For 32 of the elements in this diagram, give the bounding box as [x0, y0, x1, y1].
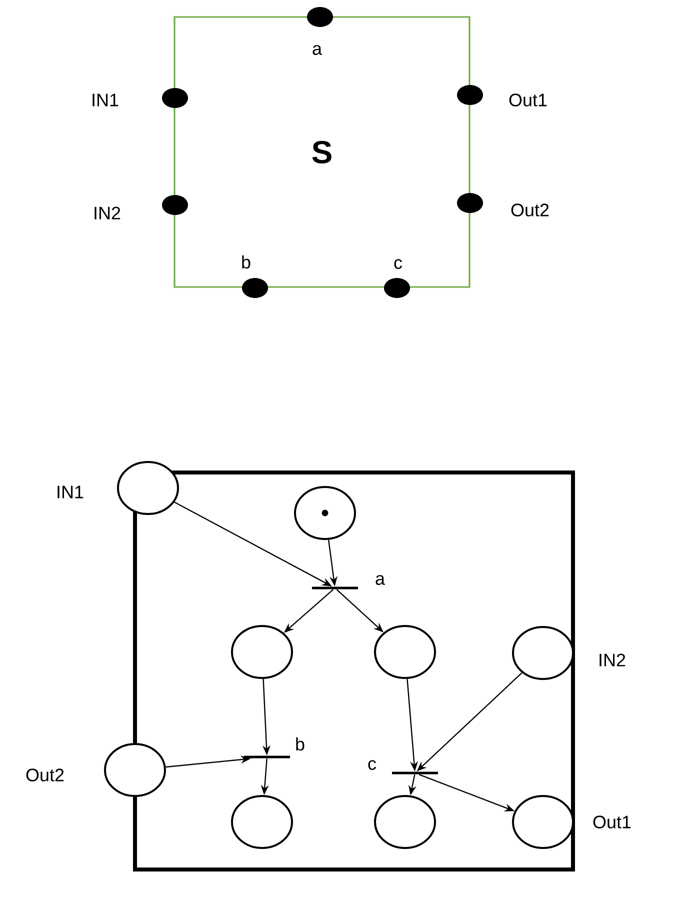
place-circle — [231, 795, 293, 849]
port-dot — [162, 195, 188, 215]
place-circle — [231, 625, 293, 679]
place-circle — [294, 486, 356, 540]
port-dot — [162, 88, 188, 108]
port-label: IN2 — [94, 206, 120, 220]
port-label: Out2 — [26, 768, 64, 782]
port-label: Out2 — [511, 204, 549, 216]
transition-bar — [392, 772, 438, 774]
port-label: c — [394, 259, 402, 269]
port-label: IN1 — [92, 94, 118, 106]
place-circle — [374, 795, 436, 849]
port-label: a — [376, 575, 385, 585]
transition-bar — [312, 586, 358, 590]
port-label: Out1 — [593, 816, 631, 828]
port-label: IN2 — [600, 654, 626, 666]
port-label: b — [296, 737, 304, 751]
port-label: b — [242, 255, 250, 269]
port-label: c — [368, 760, 376, 770]
net-boundary-box — [133, 470, 575, 872]
port-dot — [307, 7, 333, 27]
port-dot — [457, 85, 483, 105]
port-dot — [384, 278, 410, 298]
place-circle — [374, 625, 436, 679]
port-label: a — [312, 45, 322, 55]
port-dot — [457, 193, 483, 213]
port-label: IN1 — [58, 486, 84, 498]
place-circle — [117, 461, 179, 515]
port-dot — [242, 278, 268, 298]
port-label: Out1 — [509, 94, 547, 106]
transition-bar — [244, 756, 290, 758]
place-circle — [104, 743, 166, 797]
